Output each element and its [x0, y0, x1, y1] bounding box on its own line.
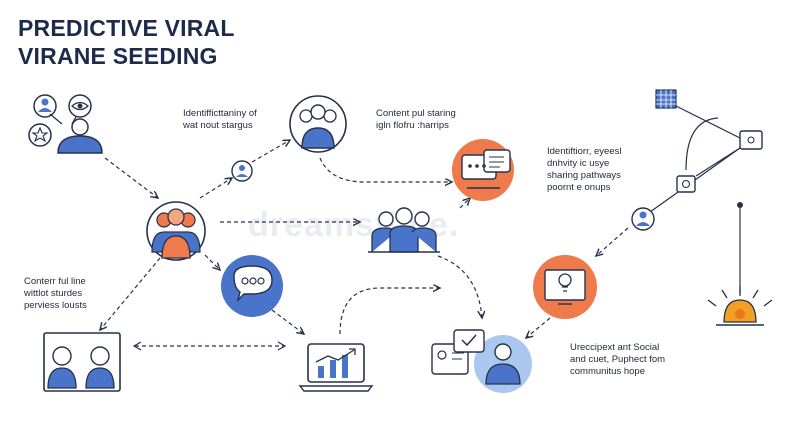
- label-line: and cuet, Puphect fom: [570, 354, 666, 365]
- group-icon: [368, 207, 440, 253]
- connector-14: [526, 317, 551, 338]
- beacon-icon: [707, 202, 773, 326]
- label-line: wittlot sturdes: [24, 288, 83, 299]
- label-bottom-right: Ureccipext ant Social and cuet, Puphect …: [570, 342, 700, 378]
- speech-bubble-icon: [221, 255, 283, 317]
- chat-person-icon: [431, 329, 532, 393]
- grid-square-icon: [655, 89, 677, 109]
- person-node-icon: [631, 207, 655, 231]
- label-line: Identiftiorr, eyeesl: [547, 146, 622, 157]
- connector-1: [104, 157, 158, 198]
- video-call-icon: [43, 332, 121, 392]
- eye-icon: [68, 94, 92, 118]
- label-line: Identifficttaniny of: [183, 108, 257, 119]
- label-line: Conterr ful line: [24, 276, 86, 287]
- star-badge-icon: [28, 123, 52, 147]
- connector-11-head-l: [132, 341, 142, 351]
- connector-12: [339, 288, 440, 335]
- person-icon: [57, 118, 103, 154]
- label-line: perviess lousts: [24, 300, 87, 311]
- small-person-icon: [231, 160, 253, 182]
- diagram-title: PREDICTIVE VIRAL VIRANE SEEDING: [18, 14, 235, 70]
- title-line-2: VIRANE SEEDING: [18, 43, 218, 69]
- label-top-left: Identifficttaniny of wat nout stargus: [183, 108, 283, 132]
- label-top-mid: Content pul staring igln flofru :harrips: [376, 108, 486, 132]
- user-badge-icon: [33, 94, 57, 118]
- connector-7: [437, 255, 482, 318]
- connector-2: [199, 178, 232, 199]
- connector-8: [204, 254, 220, 270]
- connector-4: [319, 157, 452, 182]
- connector-13: [596, 227, 629, 256]
- label-line: igln flofru :harrips: [376, 120, 449, 131]
- connector-9: [100, 257, 161, 330]
- network-lines: [649, 105, 741, 296]
- label-line: wat nout stargus: [183, 120, 253, 131]
- connectors: [100, 140, 629, 351]
- label-left-mid: Conterr ful line wittlot sturdes pervies…: [24, 276, 124, 312]
- label-line: Ureccipext ant Social: [570, 342, 660, 353]
- label-line: communitus hope: [570, 366, 645, 377]
- network-line-1: [675, 105, 741, 139]
- lightbulb-monitor-icon: [533, 255, 597, 319]
- badge-link: [49, 113, 77, 125]
- label-line: dnhvity ic usye: [547, 158, 610, 169]
- title-line-1: PREDICTIVE VIRAL: [18, 15, 235, 41]
- team-circle-icon: [289, 95, 347, 153]
- label-right-mid: Identiftiorr, eyeesl dnhvity ic usye sha…: [547, 146, 657, 194]
- label-line: poornt e onups: [547, 182, 611, 193]
- network-line-4: [685, 117, 719, 171]
- label-line: sharing pathways: [547, 170, 621, 181]
- camera-node-icon: [676, 175, 696, 193]
- connector-10: [271, 309, 304, 334]
- label-line: Content pul staring: [376, 108, 456, 119]
- image-node-icon: [739, 130, 763, 150]
- people-orange-icon: [146, 201, 206, 261]
- laptop-chart-icon: [298, 343, 374, 392]
- connector-6: [459, 198, 470, 209]
- connector-11-head-r: [277, 341, 287, 351]
- connector-3: [251, 140, 290, 163]
- chat-screen-icon: [452, 139, 514, 201]
